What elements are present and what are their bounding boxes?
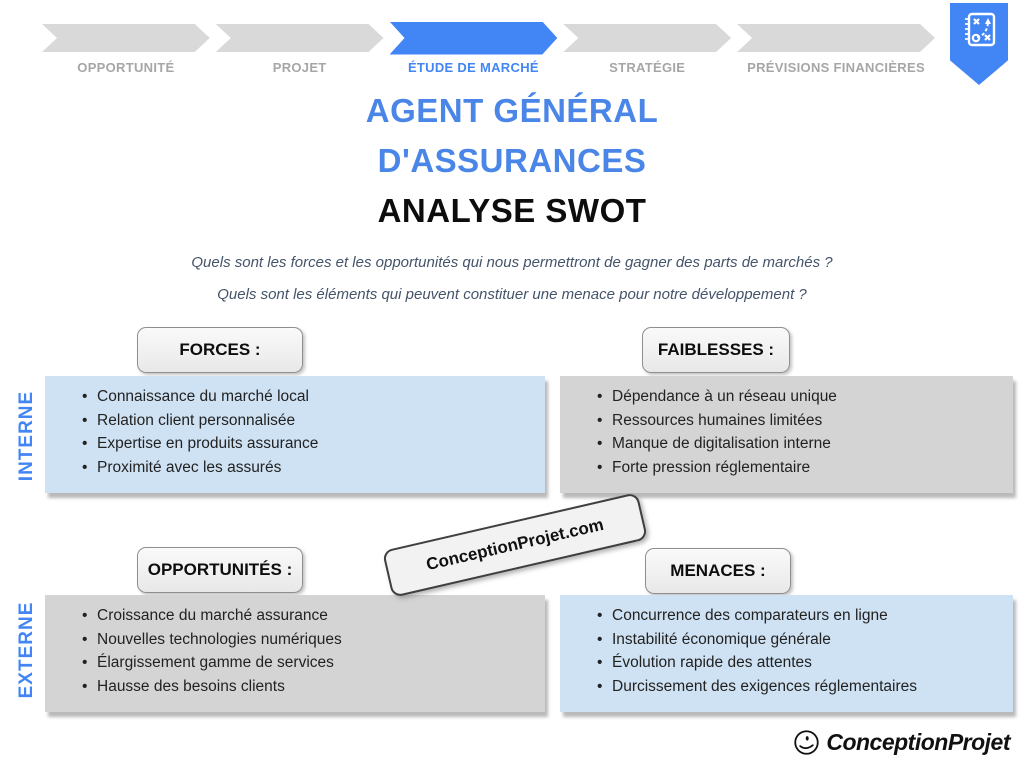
faiblesses-list: Dépendance à un réseau unique Ressources… [560, 385, 1013, 479]
process-step-label: OPPORTUNITÉ [77, 60, 175, 75]
strategy-badge [950, 3, 1008, 85]
strategy-plan-icon [965, 12, 996, 47]
faiblesses-box: Dépendance à un réseau unique Ressources… [560, 376, 1013, 493]
swot-item: Hausse des besoins clients [45, 675, 545, 699]
swot-item: Concurrence des comparateurs en ligne [560, 604, 1013, 628]
menaces-header: MENACES : [645, 548, 791, 594]
title-line-1: AGENT GÉNÉRAL [365, 92, 659, 129]
forces-box: Connaissance du marché local Relation cl… [45, 376, 545, 493]
swot-item: Nouvelles technologies numériques [45, 628, 545, 652]
question-1: Quels sont les forces et les opportunité… [191, 254, 833, 271]
opportunites-header: OPPORTUNITÉS : [137, 547, 303, 593]
process-step-label: PROJET [272, 60, 327, 75]
swot-item: Évolution rapide des attentes [560, 651, 1013, 675]
faiblesses-header: FAIBLESSES : [642, 327, 790, 373]
question-2: Quels sont les éléments qui peuvent cons… [217, 286, 807, 303]
swot-item: Connaissance du marché local [45, 385, 545, 409]
swot-item: Dépendance à un réseau unique [560, 385, 1013, 409]
process-step-label: PRÉVISIONS FINANCIÈRES [747, 60, 925, 75]
swot-item: Relation client personnalisée [45, 409, 545, 433]
chevron-shape-active [390, 22, 558, 55]
swot-item: Instabilité économique générale [560, 628, 1013, 652]
swot-item: Expertise en produits assurance [45, 432, 545, 456]
watermark-badge: ConceptionProjet.com [381, 492, 649, 598]
opportunites-box: Croissance du marché assurance Nouvelles… [45, 595, 545, 712]
title-block: AGENT GÉNÉRAL D'ASSURANCES ANALYSE SWOT [0, 86, 1024, 236]
process-step-label: ÉTUDE DE MARCHÉ [407, 60, 539, 75]
swot-item: Ressources humaines limitées [560, 409, 1013, 433]
chevron-shape [216, 24, 384, 52]
process-step-label: STRATÉGIE [609, 60, 686, 75]
brand-logo: ConceptionProjet [793, 729, 1010, 756]
forces-list: Connaissance du marché local Relation cl… [45, 385, 545, 479]
swot-item: Durcissement des exigences réglementaire… [560, 675, 1013, 699]
title-line-2: D'ASSURANCES [377, 142, 647, 179]
process-step-projet: PROJET [216, 24, 384, 75]
process-bar: OPPORTUNITÉ PROJET ÉTUDE DE MARCHÉ STRAT… [42, 24, 935, 75]
axis-label-externe: EXTERNE [16, 601, 37, 699]
menaces-list: Concurrence des comparateurs en ligne In… [560, 604, 1013, 698]
chevron-shape [42, 24, 210, 52]
title-line-swot: ANALYSE SWOT [377, 192, 647, 229]
guiding-questions: Quels sont les forces et les opportunité… [0, 254, 1024, 303]
brand-logo-text: ConceptionProjet [826, 729, 1010, 755]
swot-item: Manque de digitalisation interne [560, 432, 1013, 456]
process-step-opportunite: OPPORTUNITÉ [42, 24, 210, 75]
swot-item: Croissance du marché assurance [45, 604, 545, 628]
axis-label-interne: INTERNE [16, 390, 37, 482]
chevron-shape [563, 24, 731, 52]
forces-header: FORCES : [137, 327, 303, 373]
hand-logo-icon [794, 730, 819, 755]
opportunites-list: Croissance du marché assurance Nouvelles… [45, 604, 545, 698]
process-step-strategie: STRATÉGIE [563, 24, 731, 75]
swot-item: Forte pression réglementaire [560, 456, 1013, 480]
swot-item: Élargissement gamme de services [45, 651, 545, 675]
process-steps-row: OPPORTUNITÉ PROJET ÉTUDE DE MARCHÉ STRAT… [42, 24, 935, 75]
menaces-box: Concurrence des comparateurs en ligne In… [560, 595, 1013, 712]
process-step-previsions-financieres: PRÉVISIONS FINANCIÈRES [737, 24, 935, 75]
swot-item: Proximité avec les assurés [45, 456, 545, 480]
chevron-shape [737, 24, 935, 52]
process-step-etude-de-marche-active: ÉTUDE DE MARCHÉ [390, 24, 558, 75]
